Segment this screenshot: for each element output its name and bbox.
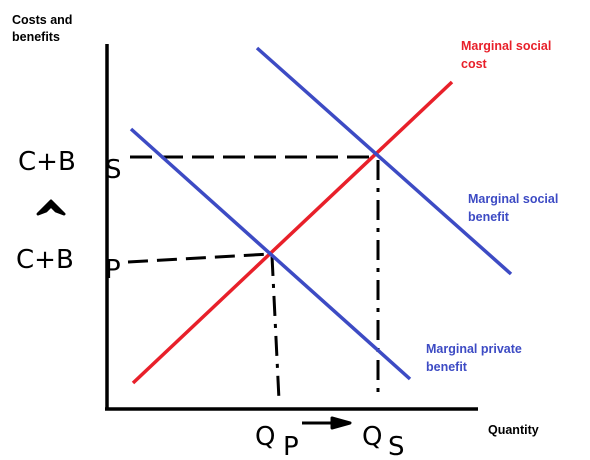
y-axis-label-line1: Costs and	[12, 13, 72, 27]
marginal-social-cost-curve	[131, 80, 454, 385]
guide-private-vertical	[270, 255, 281, 401]
right-arrow-icon	[302, 416, 352, 430]
qty-social-text: Q	[362, 422, 382, 452]
msb-label-line2: benefit	[468, 210, 510, 224]
price-private-text: C+B	[16, 245, 74, 275]
marginal-social-benefit-curve	[255, 46, 513, 276]
price-social-subscript: S	[105, 155, 122, 185]
qty-private-marker: Q P	[255, 422, 299, 460]
x-axis-label: Quantity	[488, 423, 539, 437]
qty-private-subscript: P	[283, 432, 299, 460]
y-axis-label-line2: benefits	[12, 30, 60, 44]
marginal-private-benefit-curve	[129, 127, 412, 381]
qty-social-marker: Q S	[362, 422, 405, 460]
price-private-marker: C+B P	[16, 245, 121, 285]
msc-label-line1: Marginal social	[461, 39, 551, 53]
guide-private-horizontal	[127, 252, 271, 264]
qty-social-subscript: S	[388, 432, 405, 460]
mpb-label-line1: Marginal private	[426, 342, 522, 356]
price-social-marker: C+B S	[18, 147, 122, 185]
price-private-subscript: P	[105, 255, 121, 285]
qty-private-text: Q	[255, 422, 275, 452]
msc-label-line2: cost	[461, 57, 488, 71]
price-social-text: C+B	[18, 147, 76, 177]
mpb-label-line2: benefit	[426, 360, 468, 374]
up-arrow-icon	[36, 199, 66, 216]
msb-label-line1: Marginal social	[468, 192, 558, 206]
